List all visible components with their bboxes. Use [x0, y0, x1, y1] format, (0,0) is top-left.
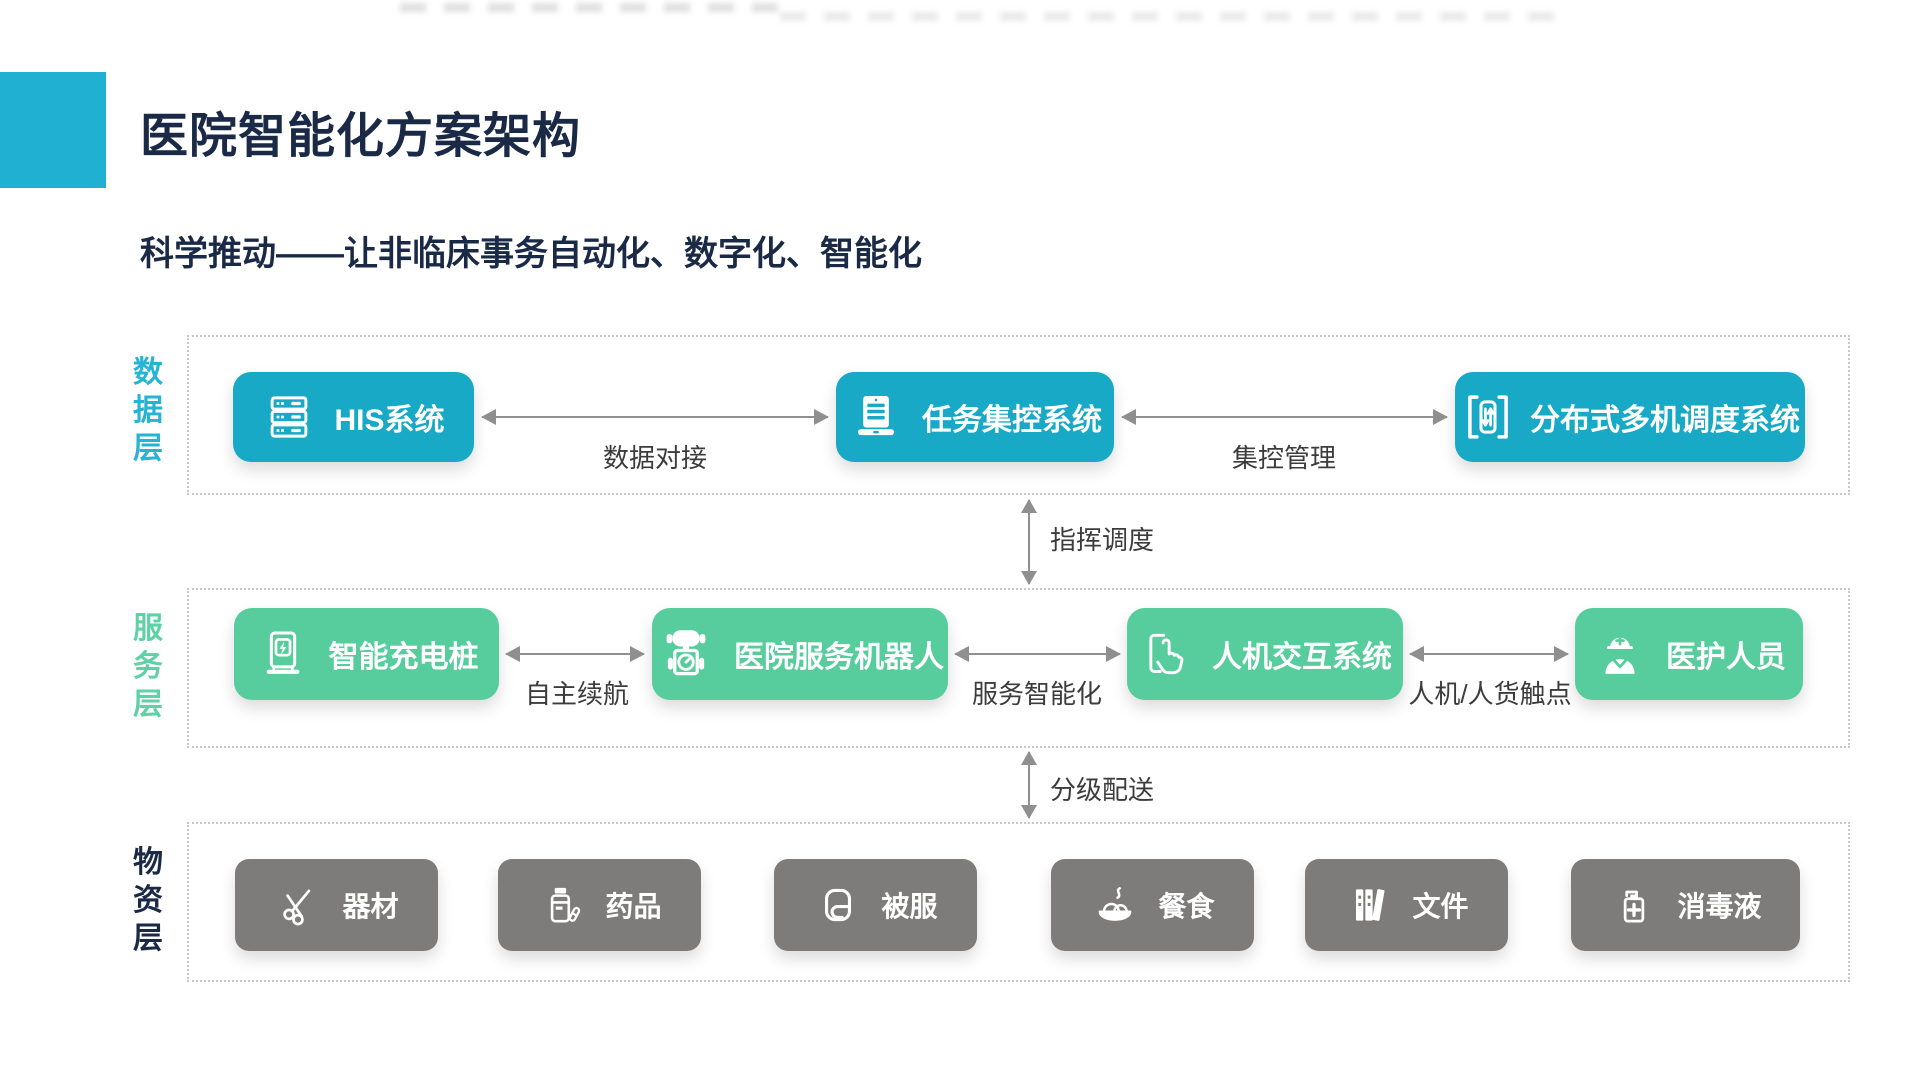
- top-edge-artifact: [400, 3, 780, 12]
- connection-label-command-dispatch: 指挥调度: [1050, 525, 1155, 555]
- meal-icon: [1099, 887, 1132, 921]
- accent-square: [0, 72, 106, 188]
- node-medical-staff: 医护人员: [1575, 608, 1803, 700]
- node-equipment: 器材: [235, 859, 438, 951]
- connection-label-autonomous-recharge: 自主续航: [524, 679, 630, 709]
- page-title: 医院智能化方案架构: [140, 110, 582, 163]
- data-layer-frame: [187, 335, 1850, 495]
- node-human-machine-interaction: 人机交互系统: [1127, 608, 1403, 700]
- charging-station-icon: [266, 631, 299, 674]
- node-label: HIS系统: [334, 404, 445, 437]
- node-label: 消毒液: [1677, 891, 1762, 922]
- material-layer-label: 物资层: [133, 846, 163, 955]
- node-disinfectant: 消毒液: [1571, 859, 1800, 951]
- node-documents: 文件: [1305, 859, 1508, 951]
- node-smart-charging-pile: 智能充电桩: [234, 608, 499, 700]
- connection-label-human-machine-touchpoint: 人机/人货触点: [1408, 679, 1572, 709]
- node-label: 文件: [1412, 891, 1469, 922]
- arrow-robot-to-hmi: [954, 646, 1121, 662]
- documents-icon: [1356, 889, 1385, 921]
- node-label: 人机交互系统: [1212, 641, 1392, 674]
- server-icon: [271, 396, 308, 438]
- arrow-his-to-taskctrl: [481, 409, 829, 425]
- sanitizer-icon: [1624, 890, 1645, 923]
- node-label: 器材: [342, 891, 399, 922]
- data-layer-label: 数据层: [133, 356, 163, 465]
- arrow-service-to-material: [1021, 751, 1037, 819]
- arrow-taskctrl-to-dispatch: [1121, 409, 1448, 425]
- node-label: 被服: [881, 891, 938, 922]
- scissors-icon: [283, 889, 311, 926]
- arrow-data-to-service: [1021, 499, 1037, 585]
- node-label: 分布式多机调度系统: [1530, 404, 1800, 437]
- connection-label-data-docking: 数据对接: [602, 443, 708, 473]
- node-label: 医院服务机器人: [734, 641, 944, 674]
- connection-label-tiered-delivery: 分级配送: [1050, 775, 1155, 805]
- node-label: 药品: [605, 891, 662, 922]
- node-task-control-system: 任务集控系统: [836, 372, 1114, 462]
- node-meals: 餐食: [1051, 859, 1254, 951]
- medical-staff-icon: [1605, 635, 1635, 674]
- node-distributed-dispatch-system: 分布式多机调度系统: [1455, 372, 1805, 462]
- node-hospital-service-robot: 医院服务机器人: [652, 608, 948, 700]
- node-label: 任务集控系统: [922, 404, 1102, 437]
- service-layer-frame: [187, 588, 1850, 748]
- connection-label-service-intelligence: 服务智能化: [971, 679, 1103, 709]
- service-layer-label: 服务层: [133, 612, 163, 721]
- node-linen: 被服: [774, 859, 977, 951]
- robot-icon: [666, 630, 706, 676]
- node-medicine: 药品: [498, 859, 701, 951]
- linen-icon: [825, 888, 852, 922]
- node-label: 餐食: [1158, 891, 1215, 922]
- node-label: 医护人员: [1666, 641, 1786, 674]
- arrow-charger-to-robot: [505, 646, 645, 662]
- medicine-bottle-icon: [551, 887, 581, 923]
- page-subtitle: 科学推动——让非临床事务自动化、数字化、智能化: [140, 235, 922, 273]
- node-label: 智能充电桩: [328, 641, 479, 674]
- top-edge-artifact: [780, 12, 1560, 21]
- laptop-icon: [857, 396, 895, 436]
- dispatch-icon: [1468, 395, 1508, 439]
- material-layer-frame: [187, 822, 1850, 982]
- arrow-hmi-to-staff: [1409, 646, 1569, 662]
- connection-label-central-control: 集控管理: [1231, 443, 1337, 473]
- touch-interaction-icon: [1149, 633, 1184, 675]
- node-his-system: HIS系统: [233, 372, 474, 462]
